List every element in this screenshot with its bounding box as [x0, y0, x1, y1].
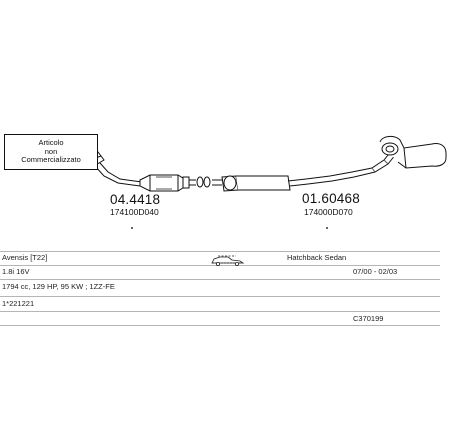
note-line-2: non	[44, 146, 58, 156]
note-line-3: Commercializzato	[21, 155, 81, 164]
row-divider-3	[0, 279, 440, 280]
engine: 1.8i 16V	[2, 267, 30, 276]
part-number-1[interactable]: 04.4418	[110, 192, 161, 207]
rear-pipe	[287, 149, 397, 187]
engine-specs: 1794 cc, 129 HP, 95 KW ; 1ZZ-FE	[2, 282, 115, 291]
oem-number-2: 174000D070	[304, 207, 353, 217]
row-divider-5	[0, 311, 440, 312]
reference-code: 1*221221	[2, 299, 35, 308]
part-number-2[interactable]: 01.60468	[302, 191, 360, 206]
part-marker-2	[326, 227, 328, 229]
production-period: 07/00 - 02/03	[353, 267, 398, 276]
center-silencer	[212, 175, 291, 192]
row-divider-2	[0, 265, 440, 266]
row-divider-6	[0, 325, 440, 326]
oem-number-1: 174100D040	[110, 207, 159, 217]
flange-rings	[196, 176, 211, 188]
row-divider-4	[0, 296, 440, 297]
body-type: Hatchback Sedan	[287, 253, 347, 262]
rear-silencer	[379, 135, 447, 169]
catalog-code: C370199	[353, 314, 384, 323]
catalytic-converter	[139, 174, 196, 192]
part-marker-1	[131, 227, 133, 229]
note-line-1: Articolo	[38, 138, 64, 147]
row-divider-1	[0, 251, 440, 252]
not-commercialized-note: Articolo non Commercializzato	[4, 134, 98, 170]
vehicle-model: Avensis [T22]	[2, 253, 48, 262]
